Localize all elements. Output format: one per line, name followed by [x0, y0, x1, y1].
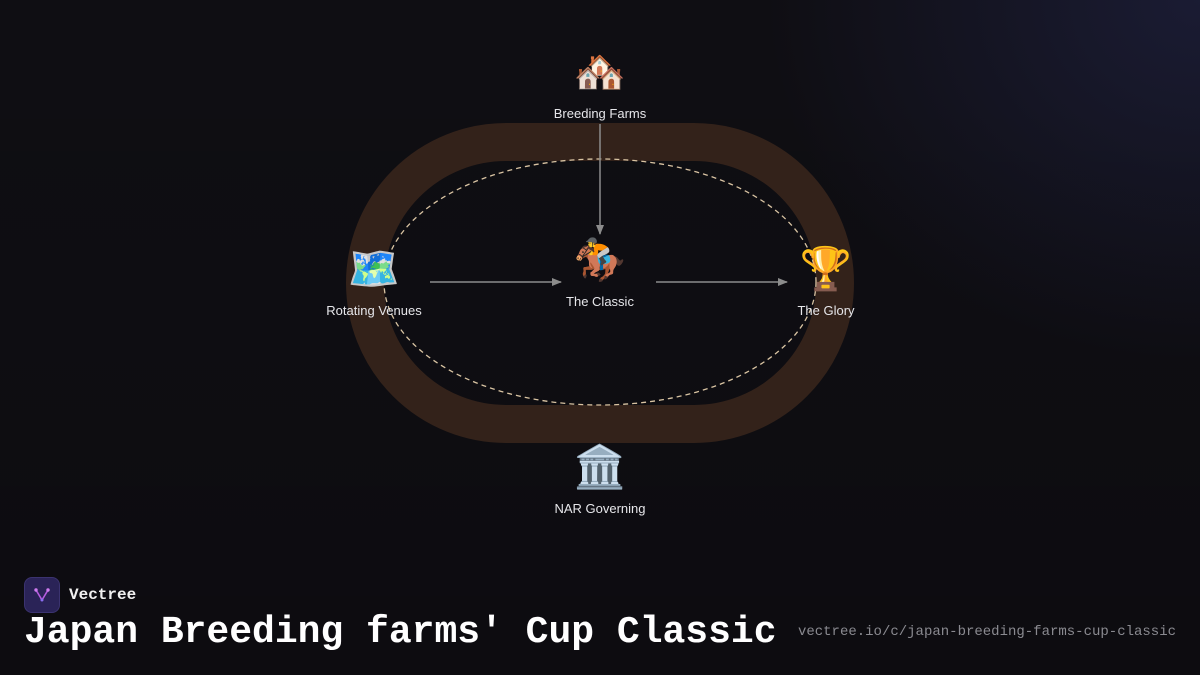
brand-name: Vectree: [69, 586, 137, 604]
node-rotating-venues: 🗺️ Rotating Venues: [326, 244, 422, 318]
node-the-classic: 🏇 The Classic: [566, 235, 634, 309]
trophy-icon: 🏆: [800, 244, 852, 293]
houses-icon: 🏘️: [574, 47, 626, 96]
horse-racing-icon: 🏇: [574, 235, 626, 284]
node-label-rotating-venues: Rotating Venues: [326, 303, 422, 318]
node-label-nar-governing: NAR Governing: [554, 501, 645, 516]
node-breeding-farms: 🏘️ Breeding Farms: [554, 47, 647, 121]
node-label-the-glory: The Glory: [797, 303, 855, 318]
classical-building-icon: 🏛️: [574, 442, 626, 491]
page-url[interactable]: vectree.io/c/japan-breeding-farms-cup-cl…: [797, 624, 1176, 640]
node-label-breeding-farms: Breeding Farms: [554, 106, 647, 121]
node-the-glory: 🏆 The Glory: [797, 244, 855, 318]
page-title: Japan Breeding farms' Cup Classic: [24, 611, 777, 654]
world-map-icon: 🗺️: [348, 244, 400, 293]
node-nar-governing: 🏛️ NAR Governing: [554, 442, 645, 516]
vectree-logo-icon: [24, 577, 60, 613]
brand: Vectree: [24, 577, 136, 613]
node-label-the-classic: The Classic: [566, 294, 634, 309]
